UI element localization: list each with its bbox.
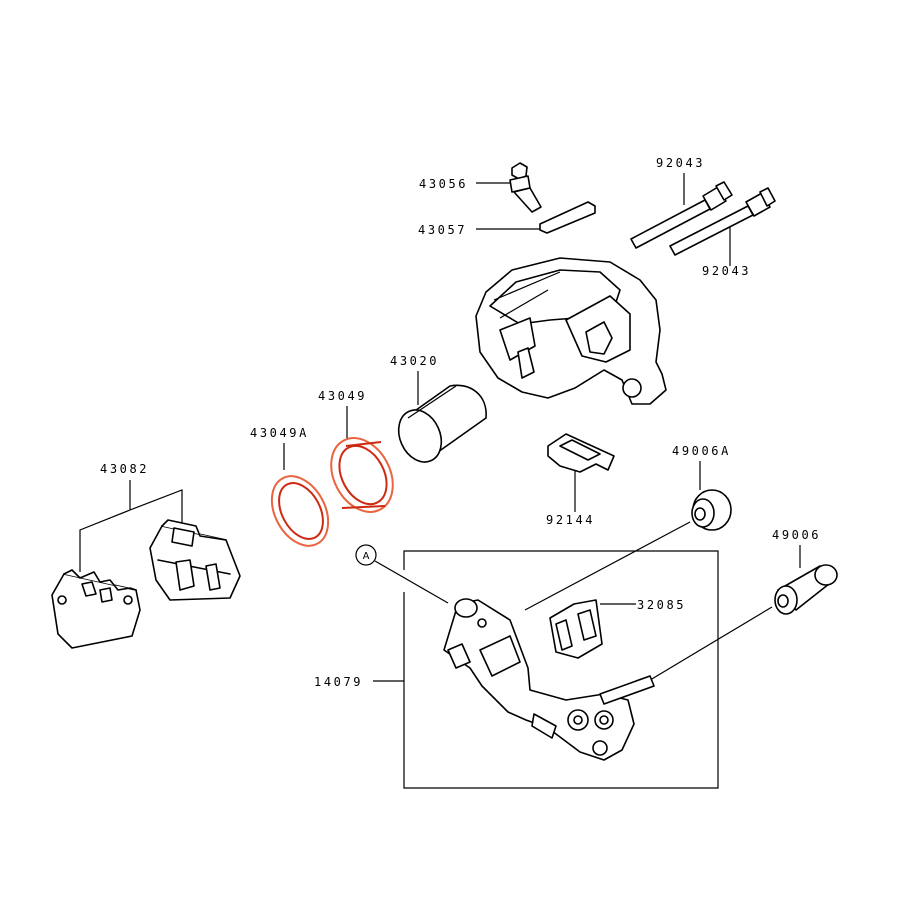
slide-pin-92043-lower — [669, 187, 776, 256]
seal-43049a-inner — [278, 482, 324, 540]
reference-mark-a: A — [355, 544, 377, 566]
brake-pad-43082-front — [51, 569, 141, 649]
label-92144: 92144 — [546, 513, 595, 527]
leader-lines — [79, 173, 801, 789]
seal-43049-inner — [338, 444, 388, 506]
pad-spring-92144 — [547, 433, 615, 473]
label-43049A: 43049A — [250, 426, 309, 440]
caliper-body — [475, 257, 667, 405]
caliper-bracket-14079 — [443, 598, 655, 761]
bleed-cap-43057 — [539, 201, 596, 234]
label-43057: 43057 — [418, 223, 467, 237]
dust-boot-49006 — [774, 564, 838, 615]
reference-mark-a-letter: A — [363, 551, 370, 562]
label-14079: 14079 — [314, 675, 363, 689]
seal-43049-outer — [330, 437, 394, 513]
label-43056: 43056 — [419, 177, 468, 191]
bleed-valve-43056 — [509, 162, 542, 213]
pad-retainer-32085 — [549, 599, 603, 659]
seal-43049a-outer — [270, 475, 330, 547]
label-92043-bottom: 92043 — [702, 264, 751, 278]
label-43049: 43049 — [318, 389, 367, 403]
dust-boot-49006a — [691, 489, 732, 531]
seal-43049-band — [341, 441, 386, 509]
brake-pad-43082-rear — [149, 519, 241, 601]
label-49006A: 49006A — [672, 444, 731, 458]
piston-43020 — [397, 384, 487, 463]
label-32085: 32085 — [637, 598, 686, 612]
label-92043-top: 92043 — [656, 156, 705, 170]
label-43020: 43020 — [390, 354, 439, 368]
label-49006: 49006 — [772, 528, 821, 542]
slide-pin-92043-upper — [630, 181, 733, 249]
seal-43049a — [270, 475, 330, 547]
seal-43049 — [330, 437, 394, 513]
label-43082: 43082 — [100, 462, 149, 476]
